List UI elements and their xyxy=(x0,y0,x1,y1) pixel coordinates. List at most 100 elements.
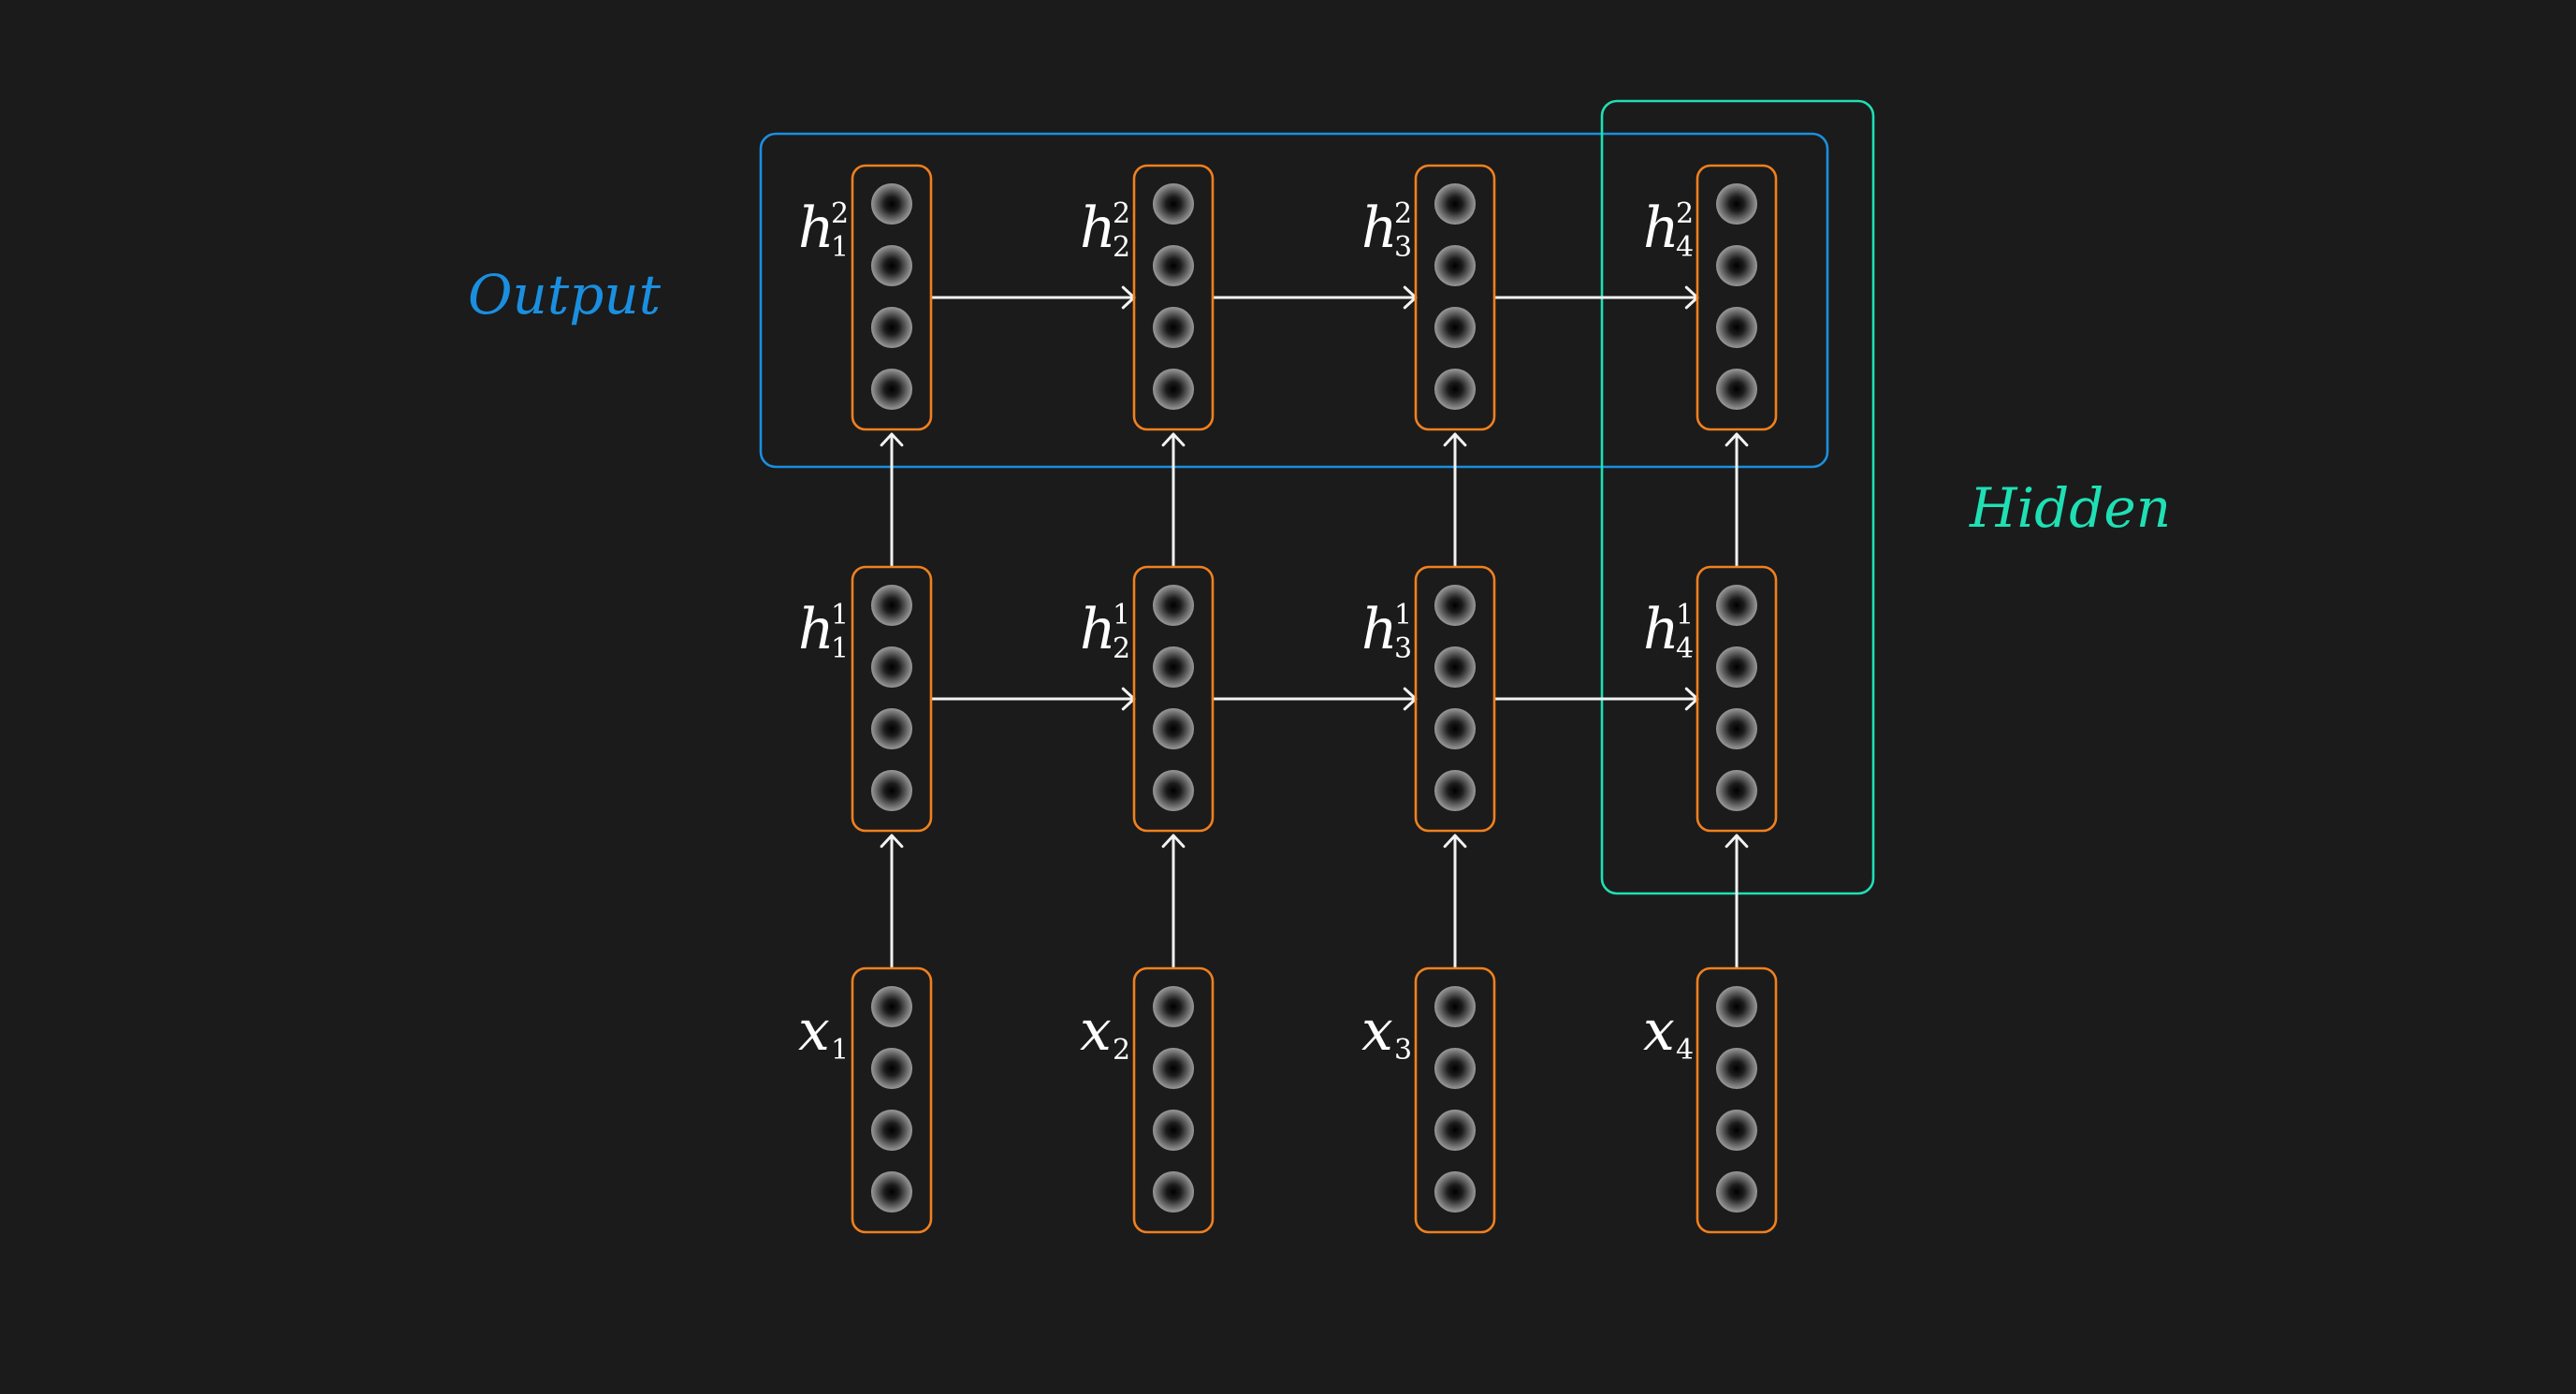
arrow-layer1-to-layer2-2 xyxy=(1161,432,1186,567)
vector-symbol: h xyxy=(1080,597,1116,662)
neuron-unit xyxy=(871,708,912,749)
vector-symbol: h xyxy=(1361,597,1398,662)
vector-subscript: 4 xyxy=(1676,632,1694,665)
vector-symbol: x xyxy=(798,998,830,1064)
vector-box xyxy=(1132,164,1215,431)
vector-superscript: 1 xyxy=(831,599,849,632)
vector-superscript: 2 xyxy=(1394,197,1412,230)
neuron-unit xyxy=(1153,307,1194,348)
arrow-input-to-layer1-3 xyxy=(1443,834,1467,968)
neuron-unit xyxy=(1716,1110,1757,1151)
neuron-unit xyxy=(871,770,912,811)
neuron-unit xyxy=(1716,708,1757,749)
neuron-unit xyxy=(871,986,912,1027)
neuron-unit xyxy=(1434,369,1476,410)
neuron-unit xyxy=(1434,770,1476,811)
neuron-unit xyxy=(1434,646,1476,688)
recurrent-arrow-layer2-1 xyxy=(931,285,1136,310)
neuron-unit xyxy=(1716,1048,1757,1089)
vector-box xyxy=(1132,966,1215,1234)
neuron-unit xyxy=(1153,585,1194,626)
vector-symbol: h xyxy=(798,196,835,261)
neuron-unit xyxy=(871,307,912,348)
neuron-unit xyxy=(1434,183,1476,225)
recurrent-arrow-layer1-3 xyxy=(1494,687,1699,711)
neuron-unit xyxy=(1434,1110,1476,1151)
vector-subscript: 2 xyxy=(1113,1034,1130,1067)
vector-subscript: 2 xyxy=(1113,632,1130,665)
vector-box xyxy=(1696,565,1778,833)
neuron-unit xyxy=(1716,183,1757,225)
neuron-unit xyxy=(1716,646,1757,688)
vector-subscript: 3 xyxy=(1394,632,1412,665)
vector-superscript: 1 xyxy=(1394,599,1412,632)
vector-box xyxy=(1414,966,1496,1234)
neuron-unit xyxy=(871,1110,912,1151)
vector-box xyxy=(1132,565,1215,833)
arrow-input-to-layer1-4 xyxy=(1725,834,1749,968)
vector-box xyxy=(851,565,933,833)
neuron-unit xyxy=(1153,1110,1194,1151)
vector-layer1-2: h21 xyxy=(1080,565,1215,833)
neuron-unit xyxy=(871,183,912,225)
neuron-unit xyxy=(1434,585,1476,626)
arrow-layer1-to-layer2-4 xyxy=(1725,432,1749,567)
neuron-unit xyxy=(1153,1048,1194,1089)
vector-subscript: 3 xyxy=(1394,1034,1412,1067)
vector-layer1-3: h31 xyxy=(1361,565,1496,833)
vector-box xyxy=(851,164,933,431)
neuron-unit xyxy=(871,245,912,286)
vector-subscript: 4 xyxy=(1676,1034,1694,1067)
vector-symbol: x xyxy=(1643,998,1675,1064)
vector-subscript: 3 xyxy=(1394,231,1412,264)
neuron-unit xyxy=(1153,708,1194,749)
neuron-unit xyxy=(1434,708,1476,749)
neuron-unit xyxy=(871,585,912,626)
neuron-unit xyxy=(1153,245,1194,286)
recurrent-arrow-layer1-2 xyxy=(1213,687,1418,711)
neuron-unit xyxy=(1716,1171,1757,1212)
vector-layer1-4: h41 xyxy=(1643,565,1778,833)
neuron-unit xyxy=(871,1171,912,1212)
recurrent-arrow-layer2-2 xyxy=(1213,285,1418,310)
neuron-unit xyxy=(1153,1171,1194,1212)
neuron-unit xyxy=(871,646,912,688)
vector-superscript: 2 xyxy=(1113,197,1130,230)
vector-layer1-1: h11 xyxy=(798,565,933,833)
arrow-input-to-layer1-1 xyxy=(880,834,904,968)
neuron-unit xyxy=(1716,369,1757,410)
vector-box xyxy=(1414,164,1496,431)
neuron-unit xyxy=(1434,1171,1476,1212)
neuron-unit xyxy=(1434,986,1476,1027)
vector-symbol: h xyxy=(1080,196,1116,261)
vector-layer2-1: h12 xyxy=(798,164,933,431)
vector-subscript: 2 xyxy=(1113,231,1130,264)
neuron-unit xyxy=(1716,770,1757,811)
neuron-unit xyxy=(1153,986,1194,1027)
neuron-unit xyxy=(1153,183,1194,225)
vector-subscript: 1 xyxy=(831,231,849,264)
neuron-unit xyxy=(871,369,912,410)
vector-superscript: 2 xyxy=(1676,197,1694,230)
neuron-unit xyxy=(1716,245,1757,286)
hidden-label: Hidden xyxy=(1969,476,2171,540)
vector-layer2-3: h32 xyxy=(1361,164,1496,431)
vector-symbol: x xyxy=(1080,998,1112,1064)
neuron-unit xyxy=(1716,307,1757,348)
vector-symbol: x xyxy=(1361,998,1393,1064)
vector-box xyxy=(851,966,933,1234)
vector-subscript: 1 xyxy=(831,632,849,665)
vector-subscript: 4 xyxy=(1676,231,1694,264)
neuron-unit xyxy=(1153,770,1194,811)
vector-box xyxy=(1414,565,1496,833)
neuron-unit xyxy=(1153,646,1194,688)
vector-symbol: h xyxy=(1643,597,1680,662)
recurrent-arrow-layer2-3 xyxy=(1494,285,1699,310)
neuron-unit xyxy=(1716,986,1757,1027)
vector-symbol: h xyxy=(1643,196,1680,261)
